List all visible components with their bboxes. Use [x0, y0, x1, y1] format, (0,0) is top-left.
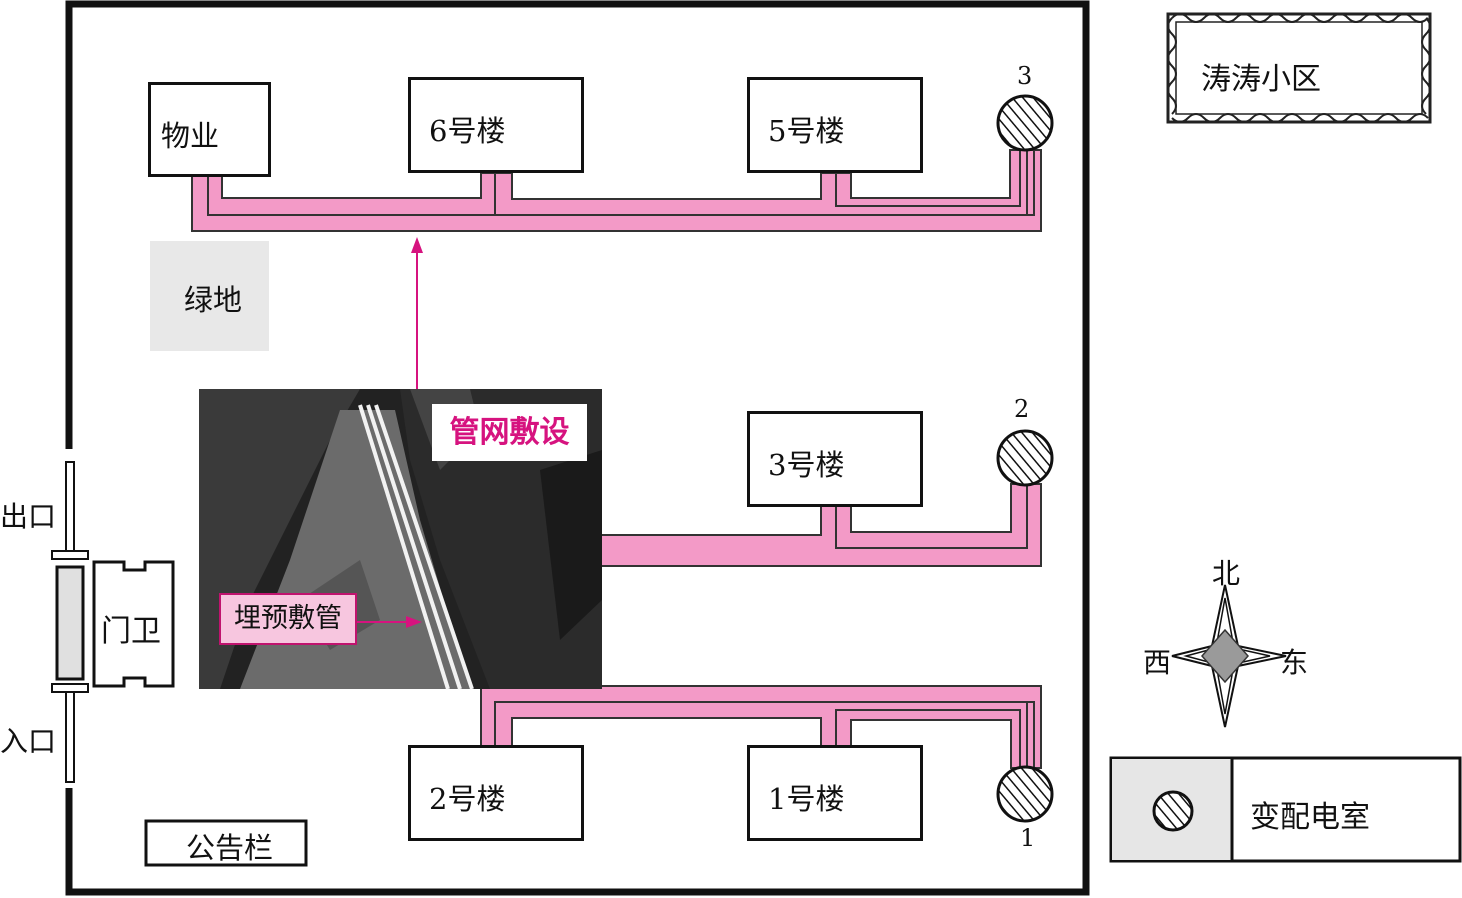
manhole-3 — [996, 94, 1054, 152]
building-5-label: 5号楼 — [768, 114, 845, 148]
building-1-label: 1号楼 — [768, 782, 845, 816]
gatehouse-outline — [92, 560, 175, 688]
compass-west-label: 西 — [1143, 646, 1172, 679]
compass-rose — [1171, 584, 1287, 728]
building-5: 5号楼 — [747, 77, 923, 173]
substation-legend — [1109, 756, 1462, 863]
building-1: 1号楼 — [747, 745, 923, 841]
pipeline-north — [191, 149, 1042, 232]
compass-east-label: 东 — [1280, 646, 1309, 679]
pipeline-middle-inner-lines — [835, 484, 1028, 549]
green-space-label: 绿地 — [184, 283, 243, 317]
building-3: 3号楼 — [747, 411, 923, 507]
building-2-label: 2号楼 — [429, 782, 506, 816]
green-space-area — [150, 241, 269, 351]
boundary-wall — [65, 0, 1090, 896]
manhole-2 — [996, 429, 1054, 487]
manhole-1-number: 1 — [1020, 824, 1036, 852]
photo-arrow-up — [411, 237, 423, 389]
building-2: 2号楼 — [408, 745, 584, 841]
building-property-label: 物业 — [161, 119, 220, 153]
building-6: 6号楼 — [408, 77, 584, 173]
substation-legend-label: 变配电室 — [1250, 800, 1370, 835]
building-property: 物业 — [148, 82, 271, 177]
bulletin-board-outline — [144, 819, 308, 867]
tag-arrow — [357, 616, 422, 628]
gatehouse-label: 门卫 — [101, 614, 161, 649]
pipeline-north-inner-lines — [207, 150, 1035, 216]
building-6-label: 6号楼 — [429, 114, 506, 148]
title-ornament-frame — [1166, 12, 1432, 124]
community-title: 涛涛小区 — [1201, 62, 1321, 97]
entrance-label: 入口 — [0, 725, 57, 758]
pipeline-middle — [599, 483, 1042, 567]
photo-title-label: 管网敷设 — [432, 404, 587, 461]
bulletin-board-label: 公告栏 — [186, 831, 274, 865]
compass-north-label: 北 — [1212, 557, 1241, 590]
exit-label: 出口 — [0, 500, 57, 533]
photo-tag-label: 埋预敷管 — [219, 593, 357, 645]
community-title-box: 涛涛小区 — [1163, 8, 1433, 126]
manhole-1 — [996, 765, 1054, 823]
manhole-2-number: 2 — [1014, 395, 1030, 423]
building-3-label: 3号楼 — [768, 448, 845, 482]
pipeline-south-inner-lines — [494, 701, 1035, 768]
gate — [51, 461, 89, 783]
manhole-3-number: 3 — [1017, 62, 1033, 90]
